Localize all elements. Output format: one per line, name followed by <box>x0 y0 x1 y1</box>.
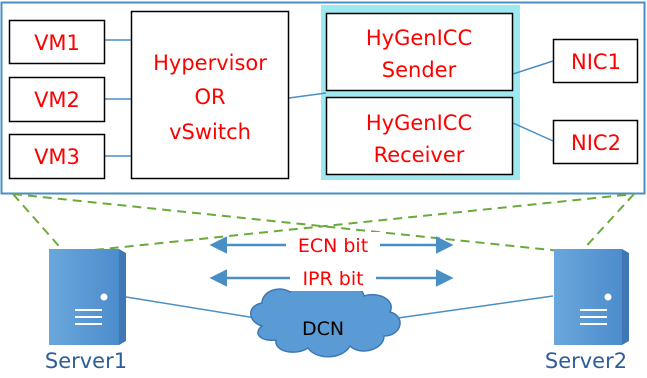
dash-right-inner <box>12 193 581 254</box>
receiver-label-line1: HyGenICC <box>366 111 472 135</box>
hypervisor-label-line3: vSwitch <box>169 120 251 144</box>
server1-label: Server1 <box>45 349 127 373</box>
server1-dcn-link <box>119 295 269 321</box>
nic1-box <box>552 38 639 84</box>
hypervisor-hygenicc-link <box>288 92 327 99</box>
server1-icon <box>49 249 126 345</box>
ipr-bit-label: IPR bit <box>302 268 363 290</box>
dash-left-inner <box>64 193 635 254</box>
receiver-nic2-link <box>512 122 554 142</box>
nic2-box <box>552 119 639 165</box>
ipr-label-bg <box>290 265 376 291</box>
sender-label-line2: Sender <box>382 58 457 82</box>
dash-left-outer <box>12 193 66 254</box>
server2-label: Server2 <box>545 349 627 373</box>
vm1-label: VM1 <box>34 31 80 55</box>
server2-icon <box>554 249 629 345</box>
dcn-cloud <box>250 279 401 358</box>
vm3-label: VM3 <box>34 145 80 169</box>
vm3-box <box>8 133 106 180</box>
hypervisor-label-line2: OR <box>194 85 225 109</box>
dash-right-outer <box>579 193 635 254</box>
nic1-label: NIC1 <box>571 50 621 74</box>
hygenicc-sender-box <box>325 12 514 92</box>
hygenicc-receiver-box <box>325 96 514 176</box>
hypervisor-label-line1: Hypervisor <box>153 51 267 75</box>
server2-dcn-link <box>397 295 554 319</box>
sender-nic1-link <box>512 60 554 75</box>
host-to-server-dashes <box>12 193 635 254</box>
sender-label-line1: HyGenICC <box>366 26 472 50</box>
vm1-box <box>8 19 106 65</box>
nic2-label: NIC2 <box>571 131 621 155</box>
receiver-label-line2: Receiver <box>374 143 465 167</box>
ecn-bit-label: ECN bit <box>298 235 368 257</box>
hypervisor-box <box>130 10 290 180</box>
ecn-label-bg <box>286 232 380 258</box>
vm2-box <box>8 76 106 123</box>
connectors <box>105 39 554 157</box>
vm2-label: VM2 <box>34 88 80 112</box>
dcn-label: DCN <box>302 318 344 340</box>
